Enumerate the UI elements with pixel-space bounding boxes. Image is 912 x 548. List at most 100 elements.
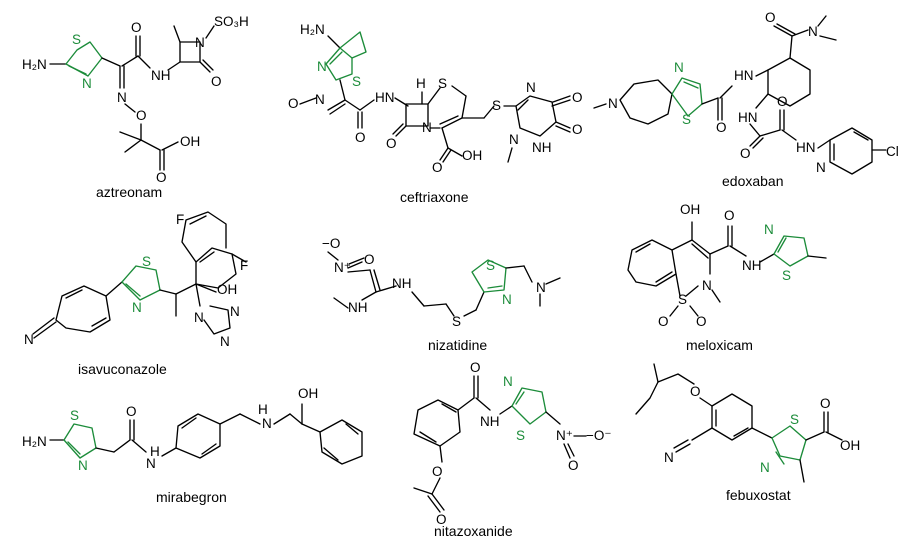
atom-label: O <box>156 170 167 185</box>
atom-label: N <box>262 416 272 431</box>
atom-label: S <box>682 112 691 127</box>
atom-label: O <box>355 130 366 145</box>
atom-label: H <box>258 402 268 417</box>
atom-label: N <box>146 456 156 471</box>
atom-label: H₂N <box>22 57 47 72</box>
atom-label: N <box>760 460 770 475</box>
atom-label: N <box>503 374 513 389</box>
atom-label: S <box>486 258 495 273</box>
compound-name: nizatidine <box>428 337 487 353</box>
atom-label: N <box>502 292 512 307</box>
atom-label: S <box>352 74 361 89</box>
atom-label: O <box>211 74 222 89</box>
atom-label: N <box>509 132 519 147</box>
atom-label: O <box>386 136 397 151</box>
compound-name: ceftriaxone <box>400 189 469 205</box>
atom-label: N <box>816 160 826 175</box>
atom-label: O <box>470 360 481 375</box>
aztreonam-structure: H₂N S N N O O OH O NH O N SO₃H <box>22 14 249 200</box>
compound-name: aztreonam <box>96 184 162 200</box>
atom-label: S <box>678 292 687 307</box>
atom-label: O <box>696 314 707 329</box>
atom-label: N <box>422 120 432 135</box>
atom-label: NH <box>480 414 500 429</box>
atom-label: S <box>452 314 461 329</box>
compound-name: isavuconazole <box>78 361 167 377</box>
febuxostat-structure: O N N S O OH febuxostat <box>635 363 860 503</box>
atom-label: S <box>516 428 525 443</box>
atom-label: N <box>526 80 536 95</box>
atom-label: F <box>176 212 184 227</box>
atom-label: H <box>416 76 426 91</box>
atom-label: N <box>536 280 546 295</box>
atom-label: N <box>132 300 142 315</box>
atom-label: −O⁻ <box>586 428 612 443</box>
atom-label: N⁺ <box>556 428 573 443</box>
atom-label: S <box>142 254 151 269</box>
atom-label: S <box>790 412 799 427</box>
atom-label: NH <box>348 300 368 315</box>
atom-label: N <box>24 332 34 347</box>
atom-label: N <box>230 304 240 319</box>
atom-label: O <box>364 252 375 267</box>
atom-label: S <box>70 408 79 423</box>
ceftriaxone-structure: H₂N N S N O O HN H O N S O <box>288 22 583 205</box>
atom-label: O <box>136 108 147 123</box>
isavuconazole-structure: N S N F F OH N N N isavuconazole <box>24 211 248 377</box>
atom-label: HN <box>796 140 816 155</box>
nitazoxanide-structure: O NH N S N⁺ O −O⁻ O O nitazoxanide <box>413 360 612 539</box>
atom-label: −O <box>322 236 340 251</box>
atom-label: N <box>117 90 127 105</box>
atom-label: O <box>777 94 788 109</box>
atom-label: O <box>432 160 443 175</box>
atom-label: O <box>572 122 583 137</box>
mirabegron-structure: H₂N S N O N H H N OH mirabegron <box>22 386 363 505</box>
atom-label: S <box>492 98 501 113</box>
atom-label: S <box>438 76 447 91</box>
atom-label: O <box>724 208 735 223</box>
atom-label: O <box>690 384 701 399</box>
atom-label: OH <box>217 282 237 297</box>
nizatidine-structure: −O N⁺ O NH NH S S N N nizatidine <box>322 236 561 353</box>
atom-label: OH <box>840 438 860 453</box>
atom-label: OH <box>680 202 700 217</box>
atom-label: O <box>436 512 447 527</box>
atom-label: OH <box>462 148 482 163</box>
atom-label: NH <box>742 258 762 273</box>
atom-label: N <box>608 96 618 111</box>
atom-label: O <box>126 404 137 419</box>
atom-label: S <box>72 32 81 47</box>
atom-label: O <box>716 120 727 135</box>
atom-label: O <box>740 146 751 161</box>
atom-label: H₂N <box>22 434 47 449</box>
atom-label: N <box>317 59 327 74</box>
atom-label: O <box>568 458 579 473</box>
atom-label: O <box>131 20 142 35</box>
atom-label: O <box>658 314 669 329</box>
atom-label: N <box>195 35 205 50</box>
atom-label: H <box>150 444 160 459</box>
atom-label: NH <box>532 140 552 155</box>
atom-label: O <box>288 96 299 111</box>
atom-label: N <box>82 76 92 91</box>
atom-label: N <box>764 222 774 237</box>
compound-name: nitazoxanide <box>434 523 513 539</box>
compound-name: febuxostat <box>726 487 791 503</box>
atom-label: N <box>220 334 230 349</box>
atom-label: NH <box>392 276 412 291</box>
atom-label: N <box>664 450 674 465</box>
atom-label: NH <box>151 68 171 83</box>
atom-label: H₂N <box>300 22 325 37</box>
atom-label: OH <box>180 134 200 149</box>
atom-label: HN <box>738 110 758 125</box>
meloxicam-structure: OH N S O O O NH N S meloxicam <box>627 202 827 353</box>
atom-label: N <box>194 310 204 325</box>
atom-label: SO₃H <box>214 14 249 29</box>
compound-name: mirabegron <box>156 489 227 505</box>
compound-name: edoxaban <box>722 173 784 189</box>
atom-label: N <box>315 92 325 107</box>
atom-label: N <box>674 60 684 75</box>
atom-label: Cl <box>886 144 899 159</box>
atom-label: S <box>782 268 791 283</box>
